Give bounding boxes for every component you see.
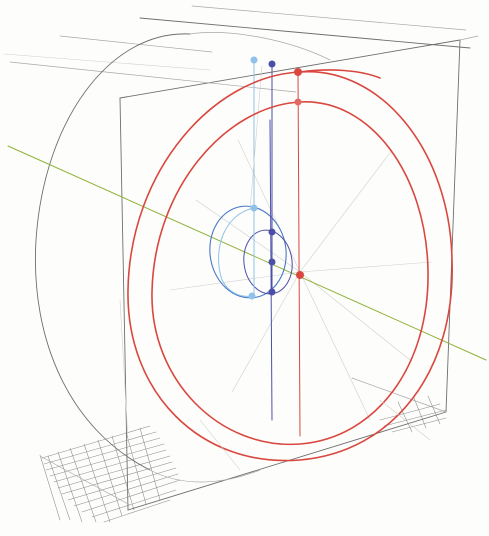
hub-center-point: [268, 258, 276, 266]
axis-line: [7, 145, 487, 361]
cylinder-back-face: [34, 32, 331, 483]
hub-upper-point: [268, 228, 276, 236]
bounding-box-lines: [3, 5, 479, 511]
hub-ellipses: [209, 205, 293, 299]
pencil-scribbles: [119, 299, 431, 471]
construction-points: [248, 56, 304, 300]
hub-top-point: [250, 204, 258, 212]
ground-shadow-hatching: [39, 395, 447, 523]
vertical-guides: [249, 59, 301, 437]
center-point: [296, 271, 304, 279]
top-guide-point: [268, 60, 276, 68]
rim-top-inner-point: [294, 98, 302, 106]
hub-lower-point: [268, 288, 276, 296]
top-guide-point-light: [250, 56, 258, 64]
radial-construction-lines: [169, 139, 433, 421]
hub-bottom-point: [248, 292, 256, 300]
rim-top-outer-point: [294, 68, 302, 76]
front-rims: [127, 69, 453, 462]
